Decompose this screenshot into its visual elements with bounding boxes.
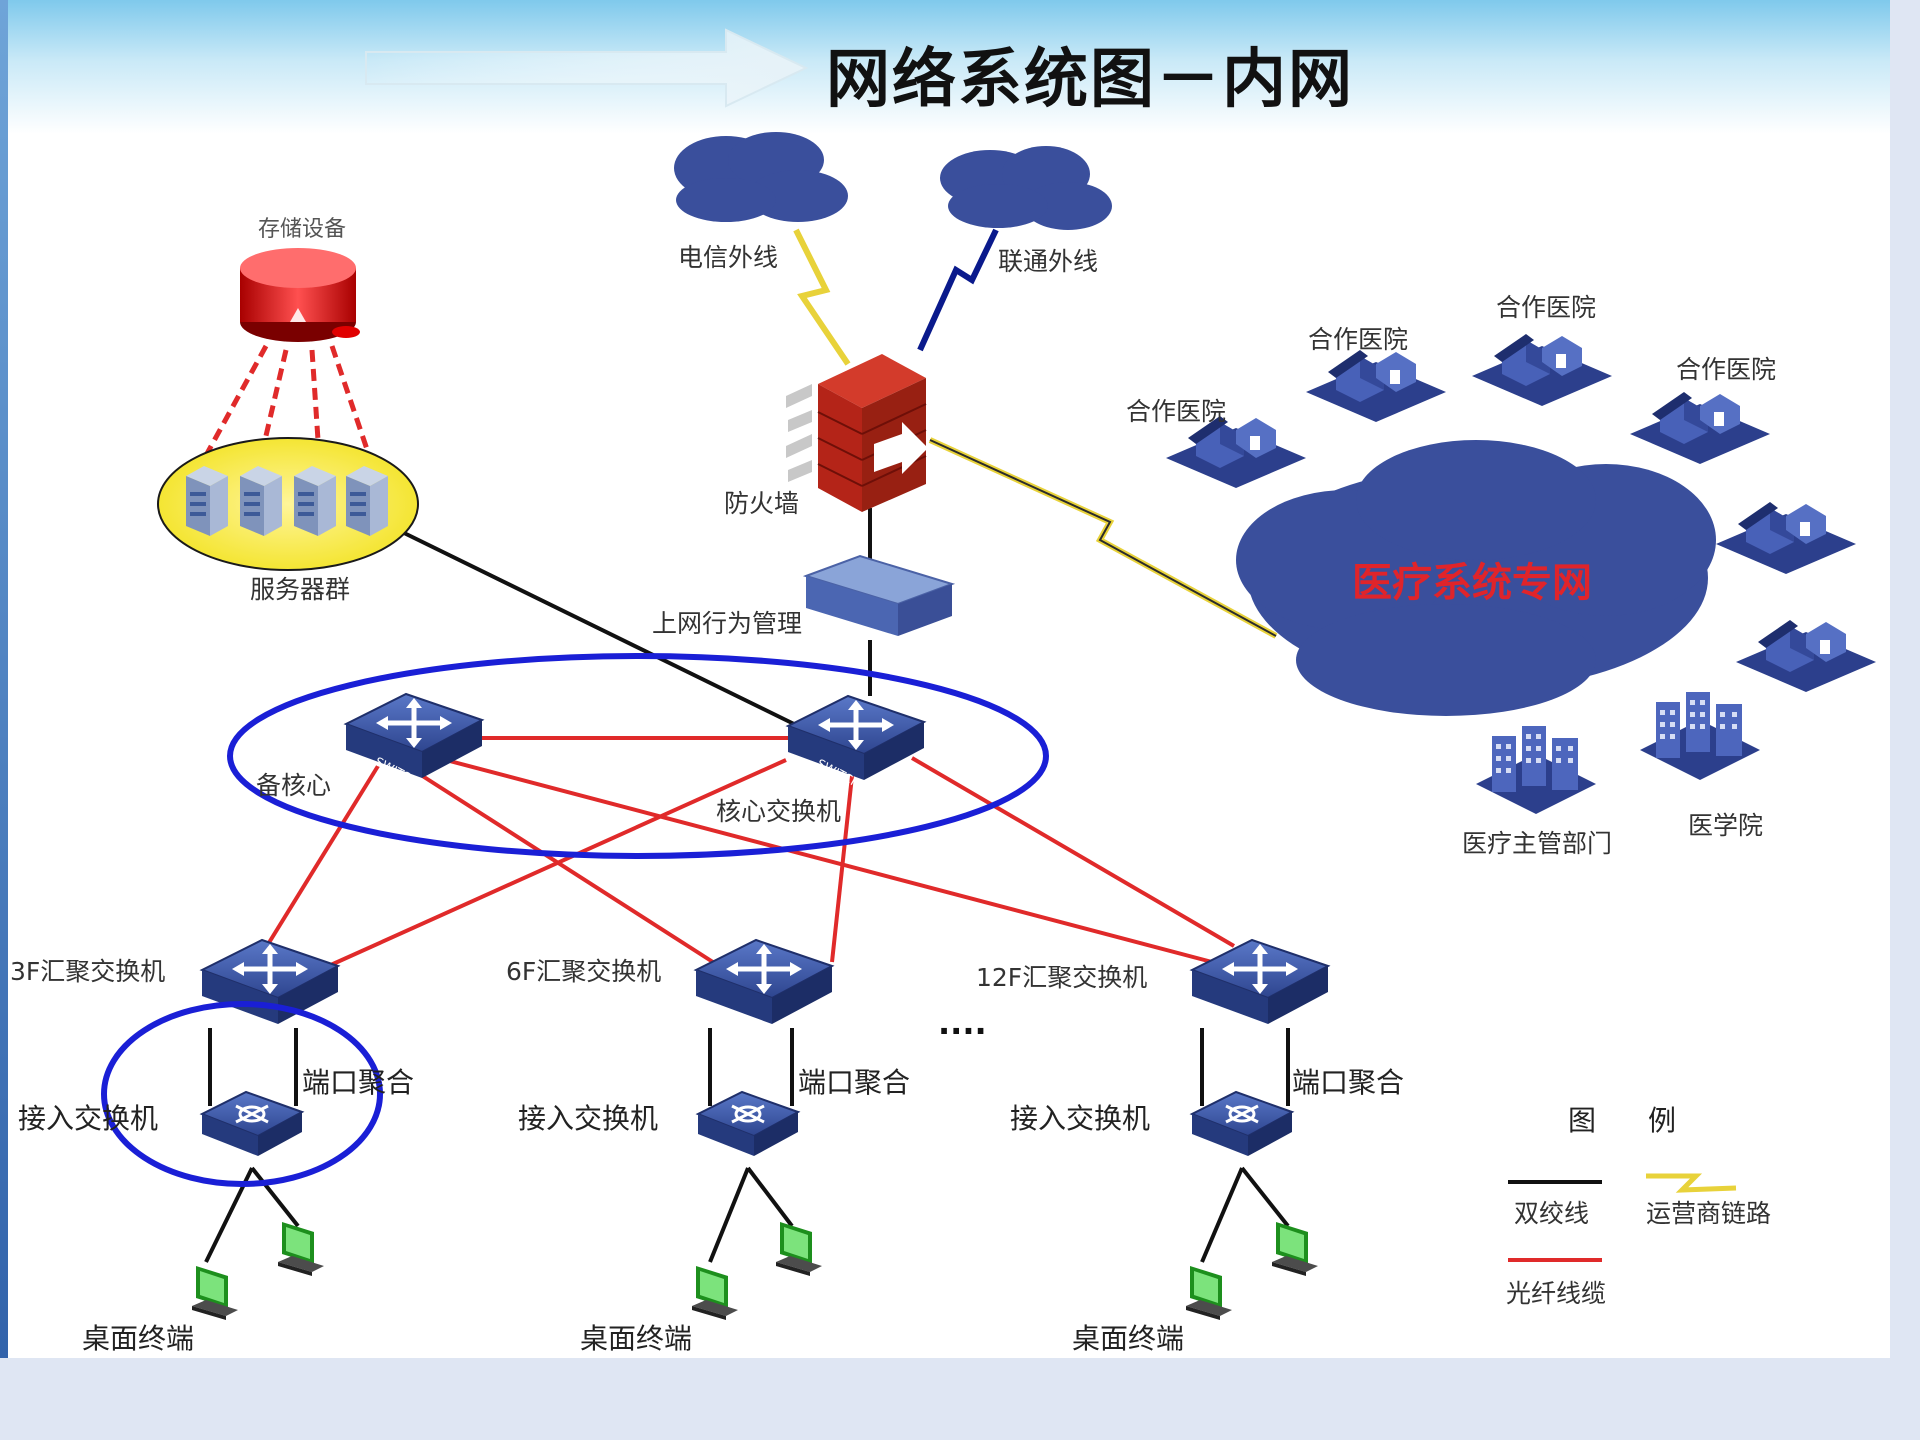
label-port-agg-2: 端口聚合 [798, 1066, 910, 1099]
agg-switch-12f-icon [1192, 940, 1328, 1024]
fiber-link-backup-12f [445, 758, 1213, 964]
health-dept-building-icon [1476, 726, 1596, 814]
label-health-dept: 医疗主管部门 [1462, 829, 1612, 858]
behavior-mgmt-appliance-icon [802, 554, 956, 636]
carrier-link-telecom [793, 228, 851, 366]
label-behavior-mgmt: 上网行为管理 [652, 609, 802, 638]
label-med-school: 医学院 [1688, 811, 1763, 840]
medical-network-cloud [1236, 440, 1716, 716]
label-partner-3: 合作医院 [1496, 293, 1596, 322]
legend-carrier-label: 运营商链路 [1646, 1199, 1771, 1228]
desktop-pcs [192, 1222, 1318, 1320]
label-ellipsis: .... [938, 1004, 987, 1042]
label-access-1: 接入交换机 [18, 1102, 158, 1135]
label-telecom: 电信外线 [678, 243, 778, 272]
agg-switch-3f-icon [202, 940, 338, 1024]
fiber-link-core-6f [830, 775, 854, 963]
agg-switch-6f-icon [696, 940, 832, 1024]
backup-core-switch-icon: SWITCH [346, 694, 482, 789]
header-band [6, 0, 1890, 134]
legend: 图 例 双绞线 运营商链路 光纤线缆 [1506, 1104, 1771, 1308]
slide: 电信外线 联通外线 [6, 0, 1890, 1358]
legend-title-a: 图 [1568, 1104, 1596, 1137]
slide-left-accent [0, 0, 8, 1440]
link-6f-pc1 [708, 1167, 750, 1263]
label-backup-core: 备核心 [256, 771, 331, 800]
header-arrow-shape [365, 28, 809, 108]
label-medical-net: 医疗系统专网 [1352, 560, 1592, 606]
label-agg-6f: 6F汇聚交换机 [506, 957, 661, 986]
access-highlight-ring [101, 1001, 383, 1187]
label-core-switch: 核心交换机 [716, 797, 841, 826]
fiber-link-core-12f [910, 756, 1236, 948]
label-desktop-2: 桌面终端 [580, 1322, 692, 1355]
diagram-canvas: 电信外线 联通外线 [10, 28, 1876, 1355]
storage-device-icon [240, 248, 360, 342]
link-3f-pc2 [250, 1166, 300, 1228]
label-desktop-1: 桌面终端 [82, 1322, 194, 1355]
link-servers-core [397, 528, 795, 726]
core-switch-icon: SWITCH [788, 696, 924, 791]
label-desktop-3: 桌面终端 [1072, 1322, 1184, 1355]
label-partner-4: 合作医院 [1676, 355, 1776, 384]
label-storage: 存储设备 [258, 217, 346, 242]
fiber-links [260, 736, 1236, 970]
label-partner-1: 合作医院 [1126, 397, 1226, 426]
legend-fiber-label: 光纤线缆 [1506, 1279, 1606, 1308]
link-12f-pc1 [1200, 1167, 1244, 1263]
cloud-unicom [940, 146, 1112, 230]
label-port-agg-1: 端口聚合 [302, 1066, 414, 1099]
med-school-building-icon [1640, 692, 1760, 780]
cloud-telecom [674, 132, 848, 222]
label-access-3: 接入交换机 [1010, 1102, 1150, 1135]
firewall-icon [786, 354, 928, 512]
label-partner-2: 合作医院 [1308, 325, 1408, 354]
fiber-link-core-3f [323, 758, 787, 970]
carrier-link-unicom [917, 228, 999, 352]
access-switch-2-icon [696, 1090, 800, 1158]
twisted-pair-links [204, 508, 1290, 1263]
page-title: 网络系统图－内网 [826, 43, 1354, 117]
fiber-link-backup-3f [260, 764, 380, 956]
legend-title-b: 例 [1648, 1104, 1676, 1137]
fiber-link-backup-6f [408, 766, 718, 966]
legend-twisted-pair-label: 双绞线 [1514, 1199, 1589, 1228]
label-firewall: 防火墙 [724, 489, 799, 518]
access-switch-3-icon [1190, 1090, 1294, 1158]
label-server-farm: 服务器群 [250, 575, 350, 604]
legend-carrier-line [1646, 1173, 1737, 1193]
label-port-agg-3: 端口聚合 [1292, 1066, 1404, 1099]
label-unicom: 联通外线 [998, 247, 1098, 276]
access-switch-1-icon [200, 1090, 304, 1158]
link-6f-pc2 [746, 1166, 794, 1228]
footer-band [0, 1358, 1920, 1440]
label-agg-12f: 12F汇聚交换机 [976, 963, 1147, 992]
server-farm-area [157, 437, 419, 571]
link-12f-pc2 [1240, 1166, 1290, 1228]
label-agg-3f: 3F汇聚交换机 [10, 957, 165, 986]
label-access-2: 接入交换机 [518, 1102, 658, 1135]
core-highlight-ring [227, 653, 1049, 859]
